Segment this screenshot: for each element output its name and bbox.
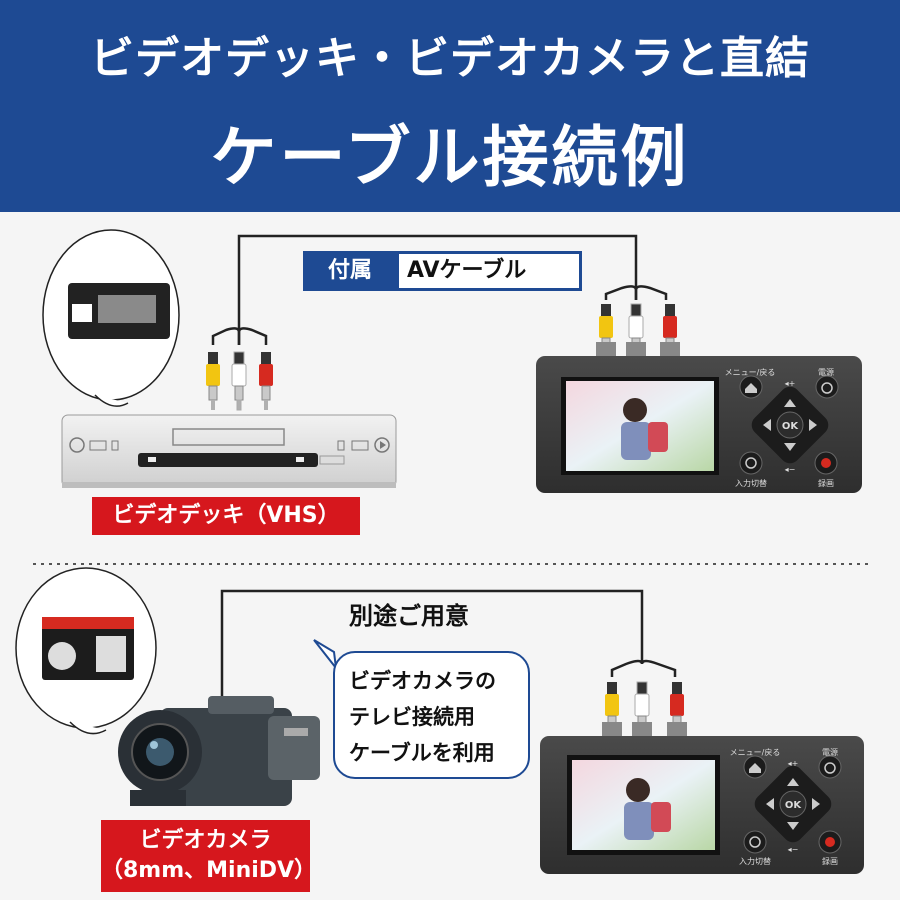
- device-record-label-bottom: 録画: [822, 856, 838, 866]
- capture-device-top: メニュー/戻る 電源 ◂+ OK ◂− 入力切替 録画: [536, 342, 862, 493]
- bubble-line-1: ビデオカメラの: [349, 669, 496, 693]
- header-title-line1: ビデオデッキ・ビデオカメラと直結: [90, 33, 810, 84]
- included-cable-tag: 付属 AVケーブル: [303, 251, 582, 291]
- bubble-line-2: テレビ接続用: [349, 705, 475, 729]
- vcr-play-icon: [374, 437, 390, 453]
- camera-flip-screen: [268, 716, 320, 780]
- vhs-tape-bubble: [42, 229, 180, 407]
- bubble-line-3: ケーブルを利用: [349, 741, 495, 765]
- vcr-power-icon: [69, 437, 85, 453]
- header-title-line2: ケーブル接続例: [210, 119, 690, 196]
- device-power-label: 電源: [818, 368, 834, 377]
- device-record-label: 録画: [818, 478, 834, 488]
- included-cable-value: AVケーブル: [399, 254, 579, 288]
- camera-cable-bubble: ビデオカメラの テレビ接続用 ケーブルを利用: [333, 651, 530, 779]
- capture-device-bottom: メニュー/戻る 電源 ◂+ OK ◂− 入力切替 録画: [540, 722, 864, 874]
- volume-down-icon: ◂−: [788, 845, 799, 854]
- bubble-tail: [313, 639, 338, 672]
- rca-plug-red-top-left: [258, 351, 274, 411]
- camera-label: ビデオカメラ （8mm、MiniDV）: [101, 820, 317, 892]
- device-input-label-bottom: 入力切替: [739, 856, 771, 866]
- device-dpad-top: OK: [751, 386, 829, 464]
- vcr-display: [138, 453, 318, 467]
- device-menu-label: メニュー/戻る: [725, 367, 776, 377]
- device-ok-label: OK: [782, 421, 800, 432]
- volume-down-icon: ◂−: [785, 465, 796, 474]
- vcr-device: [61, 414, 397, 488]
- volume-up-icon: ◂+: [785, 379, 796, 388]
- device-input-label: 入力切替: [735, 478, 767, 488]
- device-home-button: [739, 375, 763, 399]
- device-power-button: [815, 375, 839, 399]
- device-record-button: [814, 451, 838, 475]
- video-camera: [118, 696, 320, 806]
- camera-label-line2: （8mm、MiniDV）: [101, 858, 317, 883]
- rca-plug-yellow-top-left: [205, 351, 221, 411]
- screen-girl-image: [621, 422, 651, 460]
- minidv-tape-bubble: [15, 567, 157, 735]
- vcr-tape-slot: [172, 428, 285, 446]
- volume-up-icon: ◂+: [788, 759, 799, 768]
- camera-cable-wire: [220, 589, 644, 720]
- camera-label-line1: ビデオカメラ: [139, 828, 272, 853]
- header-banner: ビデオデッキ・ビデオカメラと直結 ケーブル接続例: [0, 0, 900, 212]
- device-ok-label-bottom: OK: [785, 800, 803, 811]
- separately-prepared-note: 別途ご用意: [349, 602, 469, 630]
- included-cable-key: 付属: [327, 258, 372, 283]
- rca-plug-white-top-left: [231, 351, 247, 411]
- device-menu-label-bottom: メニュー/戻る: [730, 747, 781, 757]
- vcr-label: ビデオデッキ（VHS）: [92, 497, 360, 535]
- av-cable-wire: [237, 234, 638, 345]
- device-input-button: [739, 451, 763, 475]
- device-power-label-bottom: 電源: [822, 748, 838, 757]
